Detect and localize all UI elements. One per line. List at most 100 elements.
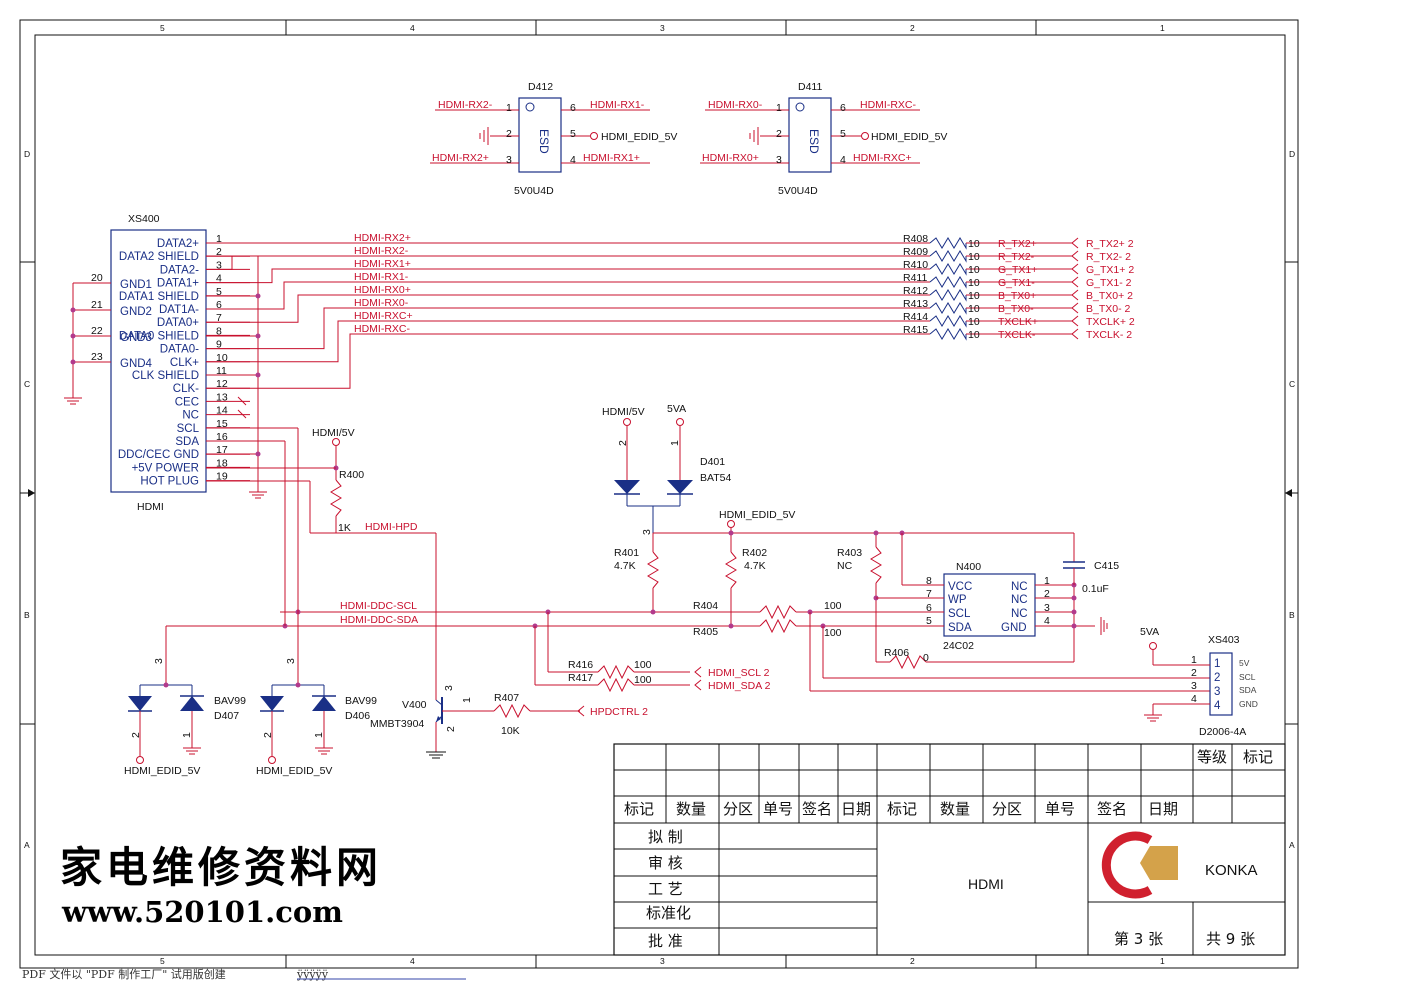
bus-net-label: HDMI-RX0+	[354, 284, 411, 296]
pin-num: 6	[216, 299, 222, 311]
val-r407: 10K	[501, 725, 520, 737]
val-r417: 100	[634, 674, 652, 686]
pin-num: 12	[216, 378, 228, 390]
pin-label: SDA	[175, 436, 199, 448]
pin-num: 21	[91, 299, 103, 311]
net-label: HDMI-RXC+	[853, 152, 912, 164]
val-r403: NC	[837, 560, 853, 572]
tb-grade: 等级	[1197, 748, 1227, 766]
diode-d407[interactable]: 3 2 1 BAV99 D407 HDMI_EDID_5V	[124, 658, 246, 777]
pin-num: 1	[313, 732, 325, 738]
pwr-label: 5VA	[1140, 626, 1159, 638]
tb-header: 数量	[676, 800, 706, 818]
bus-port: G_TX1+ 2	[1086, 264, 1134, 276]
transistor-v400[interactable]: V400 MMBT3904 3 1 2 R407 10K HPDCTRL 2	[370, 685, 648, 759]
pin-num: 2	[506, 128, 512, 140]
pin-num: 3	[443, 685, 455, 691]
col-num: 5	[160, 956, 165, 966]
junction-dot	[255, 333, 261, 339]
pin-num: 4	[1214, 700, 1221, 712]
bus-wire	[206, 281, 930, 310]
pin-label: DATA0 SHIELD	[119, 330, 199, 342]
ref-r401: R401	[614, 547, 639, 559]
bus-resistor	[929, 328, 967, 341]
pin-num: 1	[216, 233, 222, 245]
ref-r417: R417	[568, 672, 593, 684]
net-label: HDMI-RX0+	[702, 152, 759, 164]
junction-dot	[255, 451, 261, 457]
tb-header: 分区	[992, 800, 1022, 818]
pin-num: 19	[216, 471, 228, 483]
bus-resistor-ref: R409	[903, 246, 928, 258]
pin-num: 2	[1214, 672, 1220, 684]
tb-header: 签名	[802, 800, 832, 818]
pin-label: SDA	[1239, 685, 1257, 695]
pin-label: +5V POWER	[132, 462, 199, 474]
bus-out-net: TXCLK+	[998, 316, 1038, 328]
pin-num: 9	[216, 339, 222, 351]
esd-d411[interactable]: D411 ESD 1 2 3 6 5 4 HDMI-RX0- HDMI-RX0+…	[700, 81, 947, 197]
net-label: HDMI-RX0-	[708, 99, 763, 111]
esd-body-label: ESD	[807, 129, 821, 154]
pdf-footer-link[interactable]: ÿÿÿÿÿ	[296, 968, 329, 981]
pin-label: NC	[1011, 581, 1028, 593]
bus-out-net: B_TX0-	[998, 303, 1034, 315]
pin-num: 8	[926, 575, 932, 587]
pin-label: GND4	[120, 358, 153, 370]
pin-num: 6	[840, 102, 846, 114]
eeprom-n400[interactable]: N400 24C02 8 7 6 5 VCC WP SCL SDA NC NC …	[876, 533, 1119, 662]
port-hdmi-sda[interactable]: HDMI_SDA 2	[708, 680, 771, 692]
pwr-label: HDMI/5V	[312, 427, 355, 439]
pin-label: GND	[1239, 699, 1258, 709]
bus-net-label: HDMI-RXC-	[354, 323, 410, 335]
ref-r405: R405	[693, 626, 718, 638]
pin-num: 5	[840, 128, 846, 140]
pin-label: SDA	[948, 622, 972, 634]
bus-resistor-value: 10	[968, 251, 980, 263]
val-r401: 4.7K	[614, 560, 636, 572]
row-letter: A	[24, 840, 30, 850]
bus-resistor-ref: R408	[903, 233, 928, 245]
bus-net-label: HDMI-RX0-	[354, 297, 409, 309]
bus-port: B_TX0+ 2	[1086, 290, 1133, 302]
bus-resistor-ref: R413	[903, 298, 928, 310]
bus-resistor	[929, 289, 967, 302]
pin-num: 1	[461, 697, 473, 703]
val-r405: 100	[824, 627, 842, 639]
net-label: HDMI_EDID_5V	[871, 131, 947, 143]
ref-d407: D407	[214, 710, 239, 722]
net-edid: HDMI_EDID_5V	[719, 509, 795, 521]
pin-label: DATA2-	[160, 264, 199, 276]
pin-label: DAT1A-	[159, 304, 199, 316]
diode-d406[interactable]: 3 2 1 BAV99 D406 HDMI_EDID_5V	[256, 658, 377, 777]
bus-wire	[206, 333, 930, 389]
connector-xs403[interactable]: XS403 5VA 1 2 3 4 1 2 3 4 5V SCL SDA GND…	[1140, 626, 1258, 738]
sheet-total: 共 9 张	[1206, 930, 1255, 948]
pin-label: 5V	[1239, 658, 1250, 668]
port-hdmi-scl[interactable]: HDMI_SCL 2	[708, 667, 770, 679]
bus-resistor	[929, 276, 967, 289]
net-sda: HDMI-DDC-SDA	[340, 614, 418, 626]
port-hpdctrl[interactable]: HPDCTRL 2	[590, 706, 648, 718]
pin-num: 4	[840, 154, 846, 166]
bus-resistor-value: 10	[968, 290, 980, 302]
ref-r407: R407	[494, 692, 519, 704]
konka-logo	[1101, 831, 1178, 899]
pwr-label: HDMI/5V	[602, 406, 645, 418]
pin-label: NC	[1011, 608, 1028, 620]
esd-d412[interactable]: D412 ESD 1 2 3 6 5 4 HDMI-RX2- HDMI-RX2+…	[430, 81, 677, 197]
row-letter: B	[24, 610, 30, 620]
pin-num: 3	[285, 658, 297, 664]
junction-dot	[255, 293, 261, 299]
diode-d401[interactable]: HDMI/5V 5VA 2 1 3 D401 BAT54	[602, 403, 731, 535]
pin-num: 5	[926, 615, 932, 627]
bus-resistor	[929, 237, 967, 250]
bus-wire	[206, 320, 930, 363]
bus-resistor-ref: R415	[903, 324, 928, 336]
tb-header: 数量	[940, 800, 970, 818]
pin-num: 11	[216, 365, 227, 377]
pin-num: 3	[153, 658, 165, 664]
port-arrow	[1071, 276, 1079, 288]
